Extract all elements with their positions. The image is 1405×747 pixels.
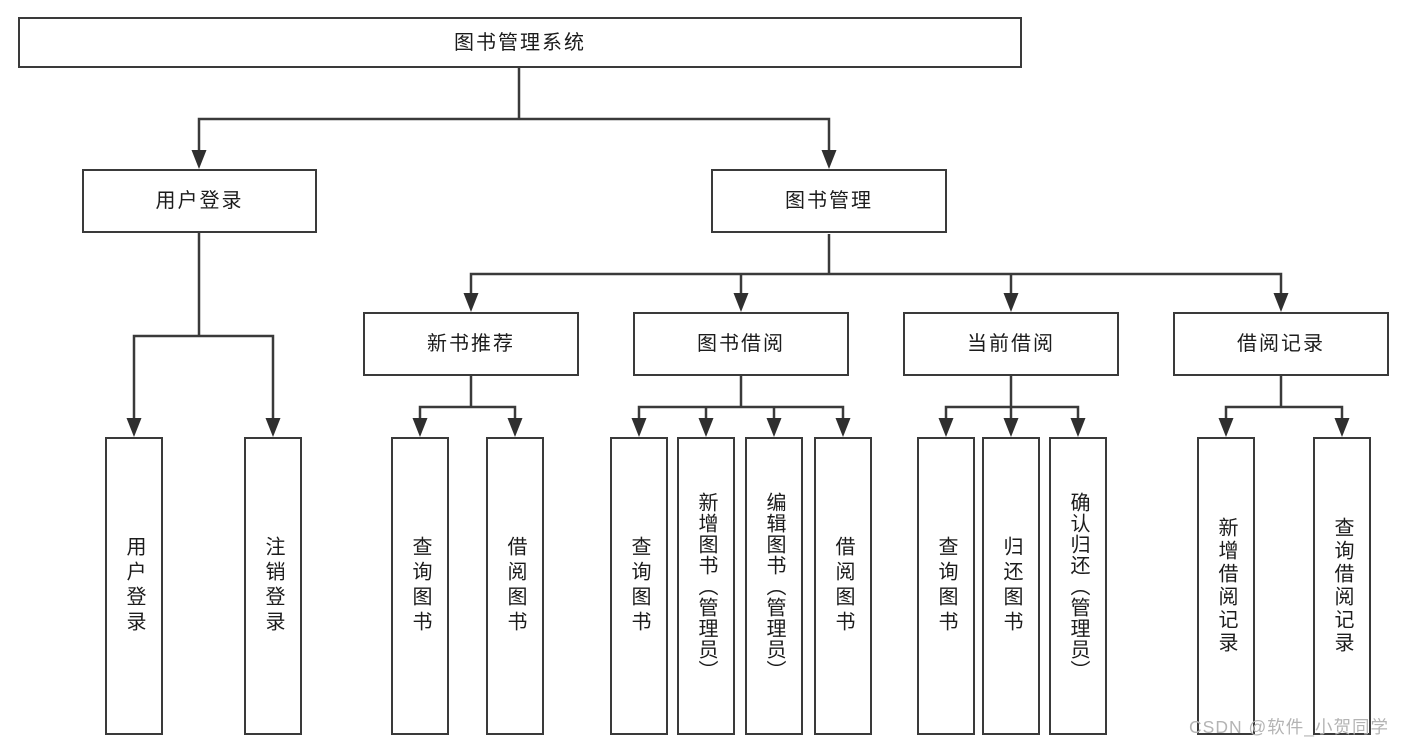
leaf-query-books-3: 查询图书 — [917, 437, 975, 735]
leaf-borrow-books-1: 借阅图书 — [486, 437, 544, 735]
node-root-system: 图书管理系统 — [18, 17, 1022, 68]
node-book-borrowing: 图书借阅 — [633, 312, 849, 376]
leaf-add-borrow-record: 新增借阅记录 — [1197, 437, 1255, 735]
leaf-borrow-books-2: 借阅图书 — [814, 437, 872, 735]
node-new-book-recommendation: 新书推荐 — [363, 312, 579, 376]
node-book-management: 图书管理 — [711, 169, 947, 233]
leaf-logout: 注销登录 — [244, 437, 302, 735]
node-user-login: 用户登录 — [82, 169, 317, 233]
leaf-query-books-1: 查询图书 — [391, 437, 449, 735]
csdn-watermark: CSDN @软件_小贺同学 — [1189, 717, 1389, 737]
leaf-confirm-return-admin: 确认归还（管理员） — [1049, 437, 1107, 735]
leaf-user-login: 用户登录 — [105, 437, 163, 735]
leaf-edit-books-admin: 编辑图书（管理员） — [745, 437, 803, 735]
leaf-query-borrow-record: 查询借阅记录 — [1313, 437, 1371, 735]
leaf-return-books: 归还图书 — [982, 437, 1040, 735]
leaf-query-books-2: 查询图书 — [610, 437, 668, 735]
leaf-add-books-admin: 新增图书（管理员） — [677, 437, 735, 735]
node-borrowing-records: 借阅记录 — [1173, 312, 1389, 376]
node-current-borrowing: 当前借阅 — [903, 312, 1119, 376]
